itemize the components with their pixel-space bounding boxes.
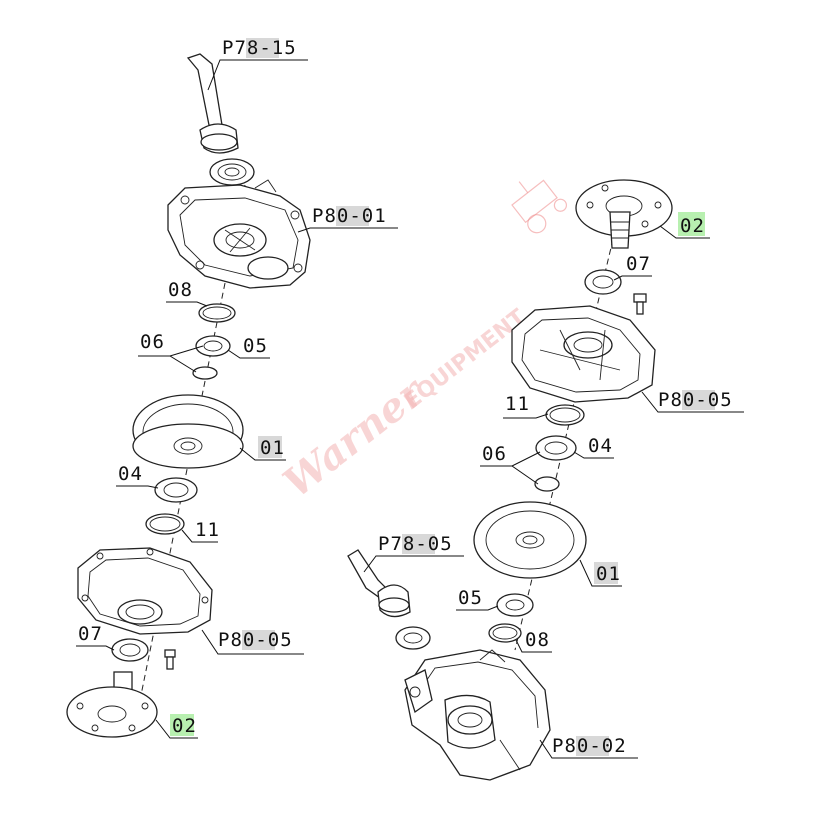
svg-text:11: 11 bbox=[505, 393, 530, 415]
right-label-04: 04 bbox=[573, 435, 614, 459]
svg-text:08: 08 bbox=[525, 629, 550, 651]
right-cover-p8005 bbox=[511, 305, 656, 403]
svg-text:06: 06 bbox=[140, 331, 165, 353]
right-flange-02 bbox=[575, 179, 673, 249]
left-label-05: 05 bbox=[227, 335, 270, 359]
right-disc-01 bbox=[473, 501, 587, 579]
svg-text:06: 06 bbox=[482, 443, 507, 465]
right-housing-p8002 bbox=[404, 649, 551, 781]
left-label-04: 04 bbox=[116, 463, 159, 489]
svg-text:01: 01 bbox=[260, 437, 285, 459]
svg-text:04: 04 bbox=[588, 435, 613, 457]
right-label-p8002: P80-02 bbox=[539, 735, 638, 759]
svg-text:P80-01: P80-01 bbox=[312, 205, 387, 227]
svg-text:P80-05: P80-05 bbox=[218, 629, 293, 651]
svg-text:P80-02: P80-02 bbox=[552, 735, 627, 757]
left-bearing-05 bbox=[195, 335, 231, 357]
left-bolt bbox=[164, 649, 176, 670]
left-ring-06 bbox=[192, 366, 218, 380]
left-label-02: 02 bbox=[155, 714, 198, 739]
right-label-11: 11 bbox=[503, 393, 549, 419]
left-bearing-04 bbox=[154, 477, 198, 503]
left-label-p7815: P78-15 bbox=[207, 37, 308, 91]
svg-text:05: 05 bbox=[243, 335, 268, 357]
right-lower-bearing bbox=[395, 626, 431, 650]
svg-text:01: 01 bbox=[596, 563, 621, 585]
svg-text:P78-15: P78-15 bbox=[222, 37, 297, 59]
left-cover-p8005 bbox=[77, 547, 213, 635]
left-shaft-p7815 bbox=[186, 53, 239, 154]
right-label-05: 05 bbox=[456, 587, 499, 611]
svg-text:08: 08 bbox=[168, 279, 193, 301]
right-bearing-05 bbox=[496, 593, 534, 617]
svg-text:04: 04 bbox=[118, 463, 143, 485]
right-shaft-p7805 bbox=[347, 549, 411, 618]
left-flange-02 bbox=[66, 671, 158, 738]
right-label-p8005: P80-05 bbox=[641, 389, 744, 413]
left-label-06: 06 bbox=[138, 331, 204, 373]
left-label-p8005: P80-05 bbox=[201, 629, 304, 655]
svg-text:07: 07 bbox=[78, 623, 103, 645]
right-label-07: 07 bbox=[613, 253, 652, 281]
left-label-07: 07 bbox=[76, 623, 115, 651]
svg-text:05: 05 bbox=[458, 587, 483, 609]
right-ring-06 bbox=[534, 476, 560, 492]
right-seal-07 bbox=[584, 269, 622, 295]
left-label-p8001: P80-01 bbox=[297, 205, 398, 233]
svg-text:P80-05: P80-05 bbox=[658, 389, 733, 411]
left-top-bearing bbox=[209, 158, 255, 186]
svg-text:02: 02 bbox=[172, 715, 197, 737]
watermark: Warner EQUIPMENT bbox=[275, 305, 531, 507]
left-housing-p8001 bbox=[167, 179, 311, 289]
left-disc-01 bbox=[132, 394, 244, 469]
svg-text:11: 11 bbox=[195, 519, 220, 541]
right-label-08: 08 bbox=[515, 629, 552, 653]
left-seal-07 bbox=[111, 638, 149, 662]
right-label-02: 02 bbox=[659, 212, 710, 239]
svg-text:07: 07 bbox=[626, 253, 651, 275]
right-bolt bbox=[633, 293, 647, 315]
svg-text:02: 02 bbox=[680, 215, 705, 237]
right-label-01: 01 bbox=[579, 559, 622, 587]
left-label-11: 11 bbox=[181, 519, 220, 543]
right-bearing-04 bbox=[535, 435, 577, 461]
tractor-logo-icon bbox=[511, 179, 568, 234]
left-label-08: 08 bbox=[166, 279, 208, 307]
left-label-01: 01 bbox=[239, 436, 286, 461]
svg-text:P78-05: P78-05 bbox=[378, 533, 453, 555]
right-label-06: 06 bbox=[480, 443, 541, 485]
right-label-p7805: P78-05 bbox=[363, 533, 464, 573]
